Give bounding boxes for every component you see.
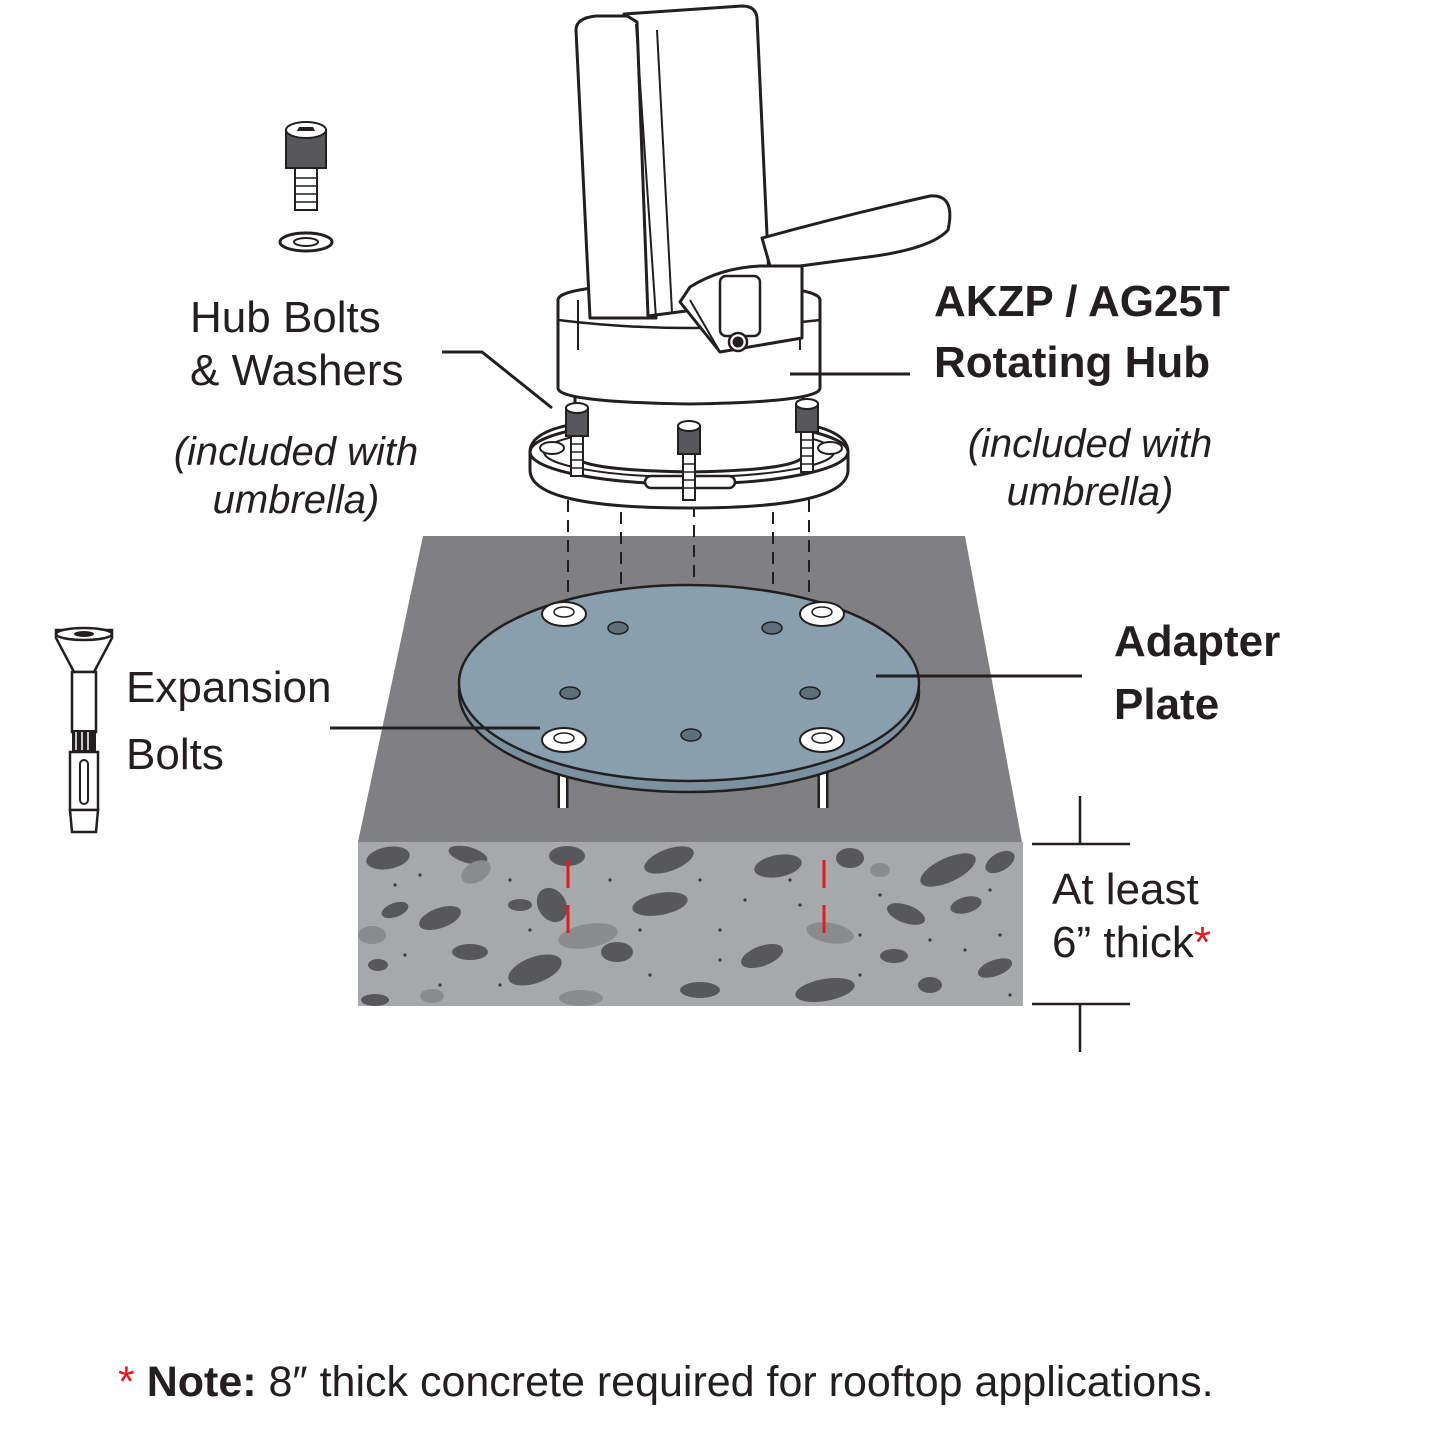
hub-bolts-label-line1: Hub Bolts (190, 293, 381, 342)
drill-depth-guide (566, 860, 826, 933)
hub-bolt-icon (565, 398, 819, 501)
hub-note-line1: (included with (967, 422, 1213, 466)
expansion-bolts-label-line1: Expansion (126, 663, 332, 712)
expansion-bolt-icon (54, 626, 114, 834)
hub-bolts-note-line1: (included with (173, 430, 419, 474)
thickness-label-value: 6” thick (1052, 917, 1194, 967)
hub-bolts-label: Hub Bolts & Washers (190, 292, 404, 398)
expansion-bolts-label-line2: Bolts (126, 729, 224, 779)
footnote-asterisk: * (118, 1358, 135, 1406)
expansion-bolts-label: Expansion Bolts (126, 662, 331, 782)
adapter-plate-label-line2: Plate (1114, 679, 1220, 729)
thickness-label-line2: 6” thick* (1052, 917, 1211, 970)
hub-bolts-included-note: (included with umbrella) (150, 428, 442, 524)
rotating-hub-label-line2: Rotating Hub (934, 337, 1211, 387)
adapter-plate-icon (457, 583, 921, 808)
rotating-hub-included-note: (included with umbrella) (940, 420, 1240, 516)
rotating-hub-label-line1: AKZP / AG25T (934, 277, 1230, 326)
thickness-label-line1: At least (1052, 865, 1199, 914)
footnote-text: 8″ thick concrete required for rooftop a… (268, 1358, 1214, 1406)
leader-lines (330, 350, 1082, 730)
thickness-label: At least 6” thick* (1052, 864, 1211, 970)
thickness-dimension (1032, 796, 1130, 1052)
hub-bolts-note-line2: umbrella) (212, 478, 380, 522)
washer-icon (278, 231, 334, 253)
socket-cap-bolt-icon (285, 121, 327, 211)
rotating-hub-icon (528, 4, 952, 510)
rotating-hub-label: AKZP / AG25T Rotating Hub (934, 276, 1230, 390)
adapter-plate-label: Adapter Plate (1114, 616, 1280, 732)
footnote: * Note: 8″ thick concrete required for r… (118, 1358, 1214, 1407)
footnote-bold-label: Note: (146, 1358, 257, 1406)
adapter-plate-label-line1: Adapter (1114, 617, 1281, 666)
hub-bolts-label-line2: & Washers (190, 345, 404, 395)
thickness-asterisk: * (1193, 917, 1211, 967)
hub-note-line2: umbrella) (1006, 470, 1174, 514)
